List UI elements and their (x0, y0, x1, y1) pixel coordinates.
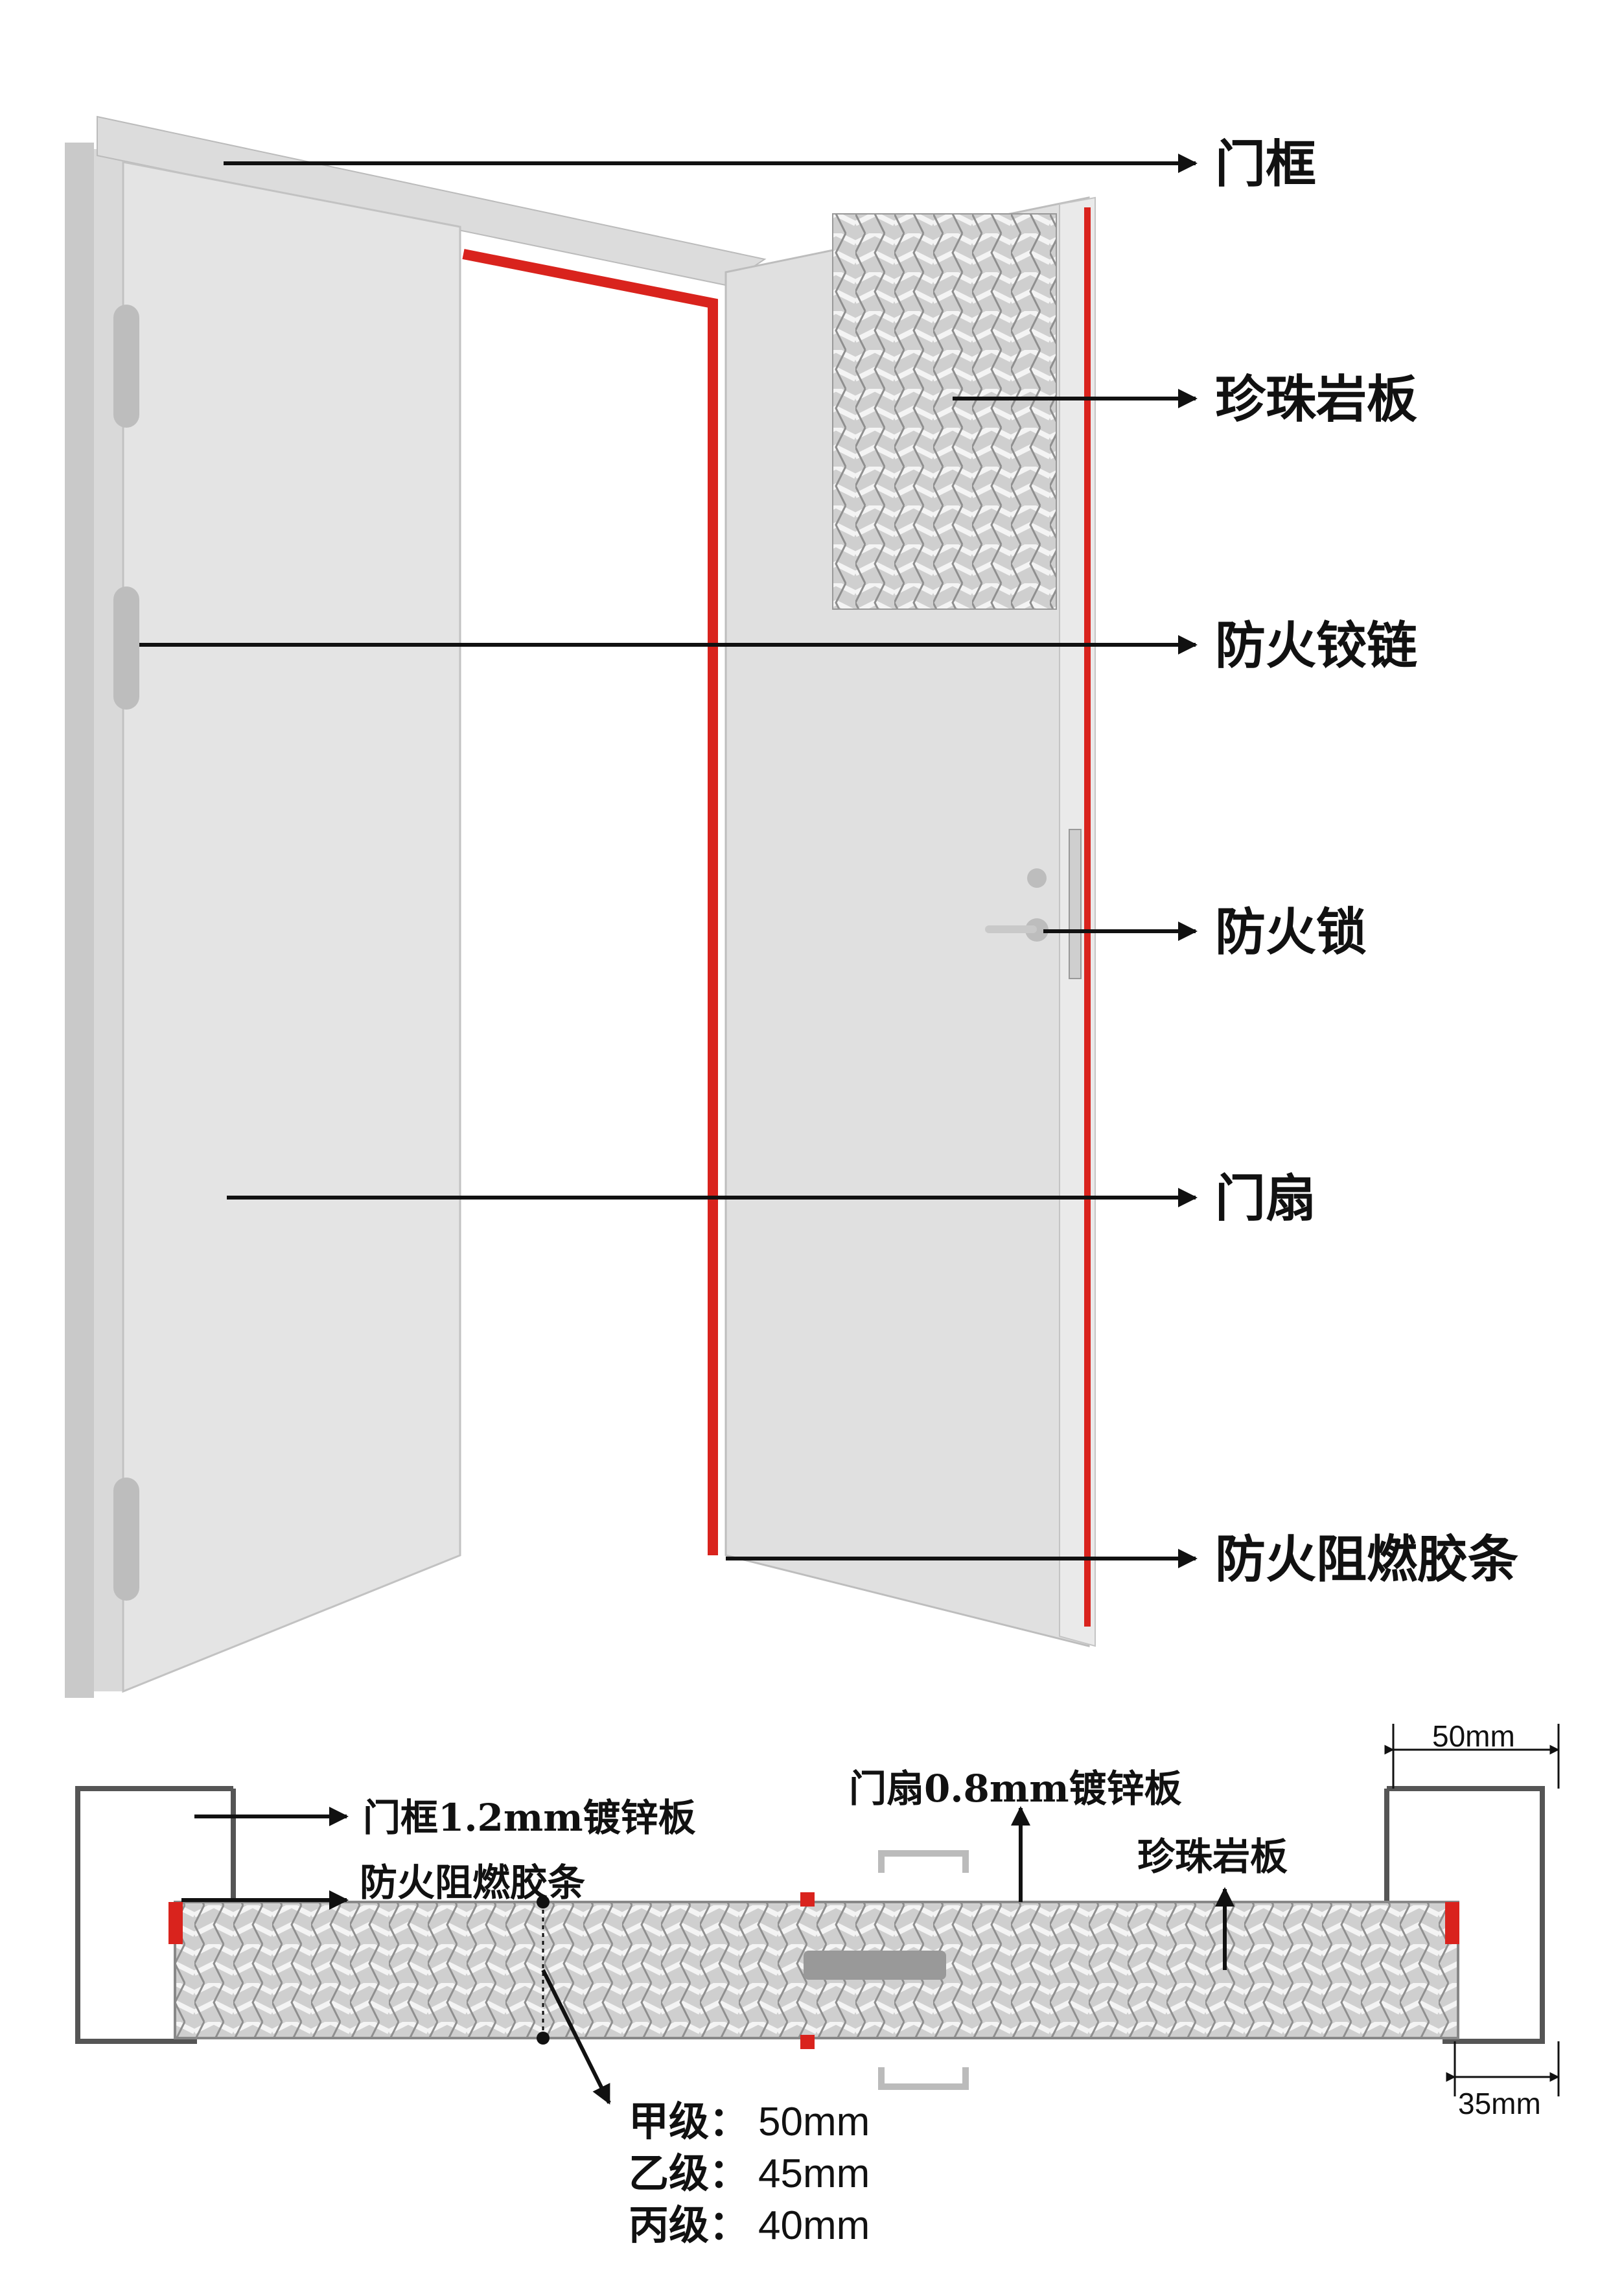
hinge-bottom (113, 1478, 139, 1601)
cross-section (75, 1724, 1560, 2096)
grade-b-value: 45mm (758, 2151, 870, 2196)
label-leaf-sheet: 门扇0.8mm镀锌板 (849, 1767, 1182, 1811)
lock-cylinder (1027, 868, 1047, 888)
label-section-seal: 防火阻燃胶条 (360, 1861, 585, 1905)
lock-plate (1069, 829, 1082, 979)
thickness-point-top (537, 1896, 550, 1908)
door-opening (460, 233, 713, 1555)
section-callouts (181, 1806, 1234, 2105)
grade-a-value: 50mm (758, 2100, 870, 2144)
label-leaf: 门扇 (1215, 1169, 1316, 1228)
fixed-leaf (122, 161, 461, 1693)
seal-mid-bottom (800, 2035, 815, 2049)
hinge-section (804, 1951, 946, 1980)
hinge-middle (113, 586, 139, 710)
label-hinge: 防火铰链 (1215, 616, 1417, 675)
lock-rose (1025, 918, 1049, 942)
leaf-clip-top (878, 1850, 969, 1873)
grade-b-name: 乙级： (629, 2150, 749, 2197)
leaf-clip-bottom (878, 2067, 969, 2090)
label-frame: 门框 (1215, 135, 1316, 194)
seal-left (168, 1902, 183, 1944)
thickness-point-bottom (537, 2032, 550, 2045)
seal-strip-frame (462, 249, 718, 1555)
hinge-top (113, 305, 139, 428)
label-frame-width: 50mm (1432, 1719, 1515, 1753)
door-illustration (65, 115, 1096, 1698)
frame-post-outer (65, 143, 94, 1698)
label-section-perlite: 珍珠岩板 (1137, 1835, 1288, 1879)
label-lock: 防火锁 (1215, 903, 1367, 962)
lock-handle (985, 925, 1037, 933)
label-frame-sheet: 门框1.2mm镀锌板 (363, 1796, 696, 1840)
callout-thickness (541, 1969, 611, 2105)
grade-c-value: 40mm (758, 2203, 870, 2248)
label-frame-depth: 35mm (1458, 2087, 1541, 2120)
label-perlite: 珍珠岩板 (1215, 370, 1417, 429)
seal-mid-top (800, 1892, 815, 1907)
grade-c-name: 丙级： (629, 2201, 749, 2249)
callout-lines (139, 154, 1198, 1568)
seal-right (1445, 1902, 1459, 1944)
grade-a-name: 甲级： (629, 2098, 749, 2145)
perlite-cutaway (832, 213, 1057, 610)
grade-list: 甲级： 50mm 乙级： 45mm 丙级： 40mm (629, 2098, 870, 2249)
label-seal: 防火阻燃胶条 (1215, 1530, 1518, 1589)
